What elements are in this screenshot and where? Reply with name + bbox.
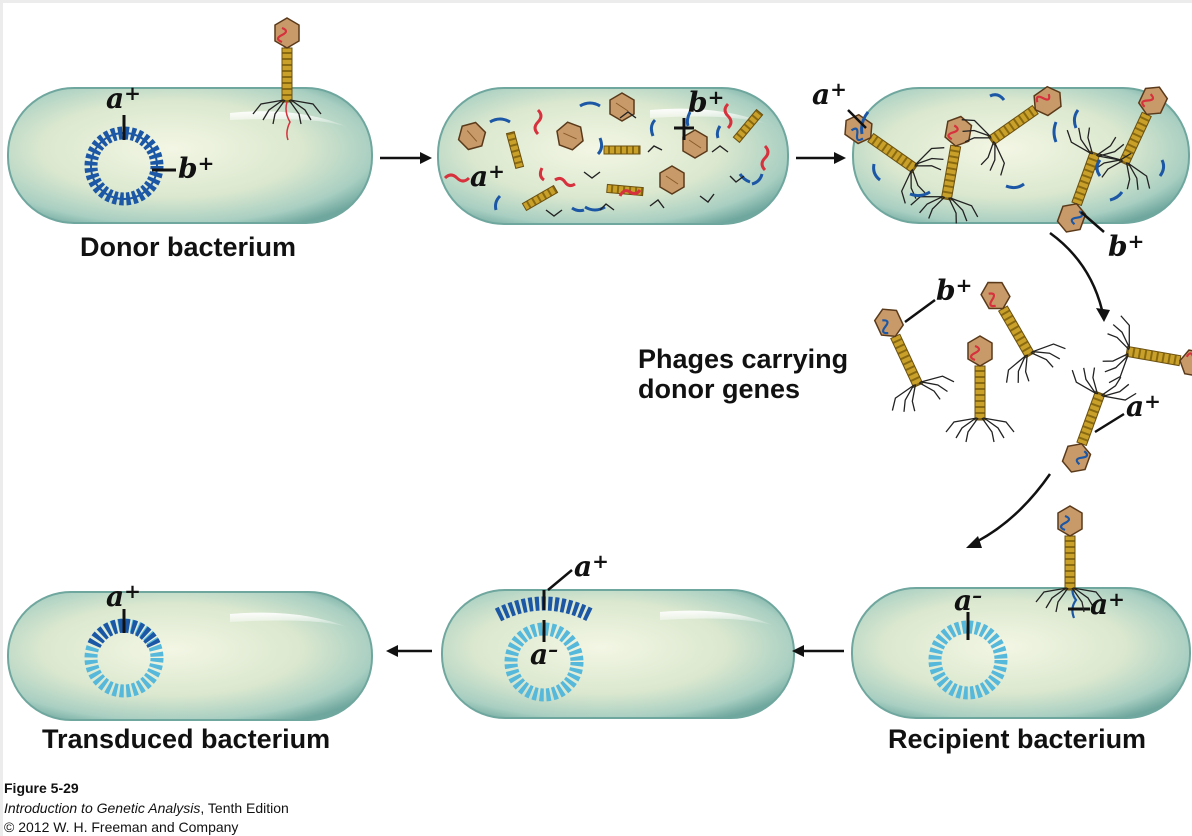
gene-label-free-a: a+ bbox=[1126, 389, 1161, 423]
transduced-cell bbox=[8, 592, 372, 720]
recipient-cell bbox=[852, 582, 1190, 718]
recombining-cell bbox=[442, 570, 794, 718]
phages-label-line-1: Phages carrying bbox=[638, 344, 848, 374]
process-arrows bbox=[380, 152, 1110, 657]
gene-label-lysing-a: a+ bbox=[812, 77, 847, 111]
copyright-line: © 2012 W. H. Freeman and Company bbox=[4, 819, 238, 835]
transduced-bacterium-title: Transduced bacterium bbox=[42, 724, 330, 755]
figure-number: Figure 5-29 bbox=[4, 780, 79, 796]
gene-label-free-b: b+ bbox=[936, 273, 972, 307]
donor-bacterium-title: Donor bacterium bbox=[80, 232, 296, 263]
book-citation: Introduction to Genetic Analysis, Tenth … bbox=[4, 800, 289, 816]
free-phages bbox=[852, 266, 1192, 484]
gene-label-lysing-b: b+ bbox=[1108, 229, 1144, 263]
gene-label-recombining-a-plus: a+ bbox=[574, 549, 609, 583]
phages-label-line-2: donor genes bbox=[638, 374, 848, 404]
phages-carrying-donor-genes-label: Phages carrying donor genes bbox=[638, 344, 848, 404]
book-title: Introduction to Genetic Analysis bbox=[4, 800, 200, 816]
book-edition: , Tenth Edition bbox=[200, 800, 288, 816]
recipient-bacterium-title: Recipient bacterium bbox=[888, 724, 1146, 755]
